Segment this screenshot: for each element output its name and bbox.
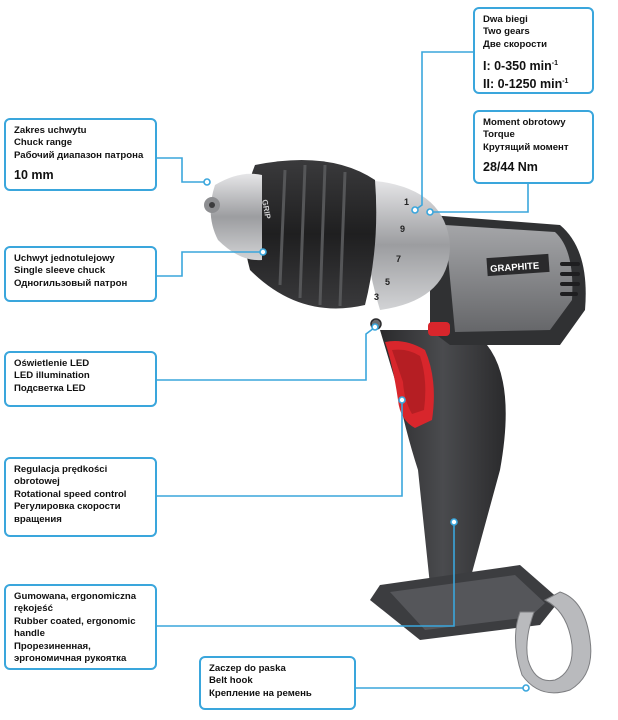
handle-label-en-2: handle <box>14 628 45 640</box>
led-callout: Oświetlenie LED LED illumination Подсвет… <box>4 351 157 407</box>
led-label-pl: Oświetlenie LED <box>14 358 90 369</box>
chuck-range-value: 10 mm <box>14 168 54 183</box>
belt-hook-label-ru: Крепление на ремень <box>209 687 312 699</box>
direction-switch <box>428 322 450 336</box>
speed-control-callout: Regulacja prędkości obrotowej Rotational… <box>4 457 157 537</box>
single-sleeve-label-en: Single sleeve chuck <box>14 265 106 277</box>
handle-label-ru-1: Прорезиненная, <box>14 640 91 652</box>
handle-label-pl-1: Gumowana, ergonomiczna <box>14 591 137 602</box>
torque-callout: Moment obrotowy Torque Крутящий момент 2… <box>473 110 594 184</box>
svg-text:1: 1 <box>404 197 409 207</box>
led-label-ru: Подсветка LED <box>14 382 86 394</box>
led-label-en: LED illumination <box>14 370 90 382</box>
torque-label-pl: Moment obrotowy <box>483 117 566 128</box>
belt-hook <box>514 591 592 694</box>
brand-logo: GRAPHITE <box>490 261 540 275</box>
svg-text:5: 5 <box>385 277 390 287</box>
gear-1-speed: I: 0-350 min-1 <box>483 59 559 74</box>
grip-label: GRIP <box>260 199 272 220</box>
handle-label-pl-2: rękojeść <box>14 603 53 615</box>
gears-label-ru: Две скорости <box>483 38 548 50</box>
handle-callout: Gumowana, ergonomiczna rękojeść Rubber c… <box>4 584 157 670</box>
speed-label-pl-2: obrotowej <box>14 476 60 488</box>
svg-text:7: 7 <box>396 254 401 264</box>
handle-label-en-1: Rubber coated, ergonomic <box>14 615 136 627</box>
speed-label-en: Rotational speed control <box>14 488 127 500</box>
speed-label-ru-1: Регулировка скорости <box>14 501 121 513</box>
single-sleeve-label-ru: Одногильзовый патрон <box>14 277 128 289</box>
svg-text:3: 3 <box>374 292 379 302</box>
chuck-nose <box>210 173 262 261</box>
speed-label-ru-2: вращения <box>14 513 62 525</box>
chuck-range-callout: Zakres uchwytu Chuck range Рабочий диапа… <box>4 118 157 191</box>
torque-value: 28/44 Nm <box>483 160 538 175</box>
svg-text:9: 9 <box>400 224 405 234</box>
handle-label-ru-2: эргономичная рукоятка <box>14 653 127 665</box>
single-sleeve-label-pl: Uchwyt jednotulejowy <box>14 253 115 264</box>
chuck-range-label-ru: Рабочий диапазон патрона <box>14 149 144 161</box>
gears-label-en: Two gears <box>483 26 530 38</box>
gear-2-speed: II: 0-1250 min-1 <box>483 77 569 92</box>
chuck-range-label-pl: Zakres uchwytu <box>14 125 87 136</box>
single-sleeve-callout: Uchwyt jednotulejowy Single sleeve chuck… <box>4 246 157 302</box>
belt-hook-callout: Zaczep do paska Belt hook Крепление на р… <box>199 656 356 710</box>
gears-callout: Dwa biegi Two gears Две скорости I: 0-35… <box>473 7 594 94</box>
belt-hook-label-en: Belt hook <box>209 675 253 687</box>
chuck-range-label-en: Chuck range <box>14 137 73 149</box>
gears-label-pl: Dwa biegi <box>483 14 528 25</box>
torque-label-en: Torque <box>483 129 515 141</box>
belt-hook-label-pl: Zaczep do paska <box>209 663 286 674</box>
clutch-numbers: 9 7 5 3 1 <box>374 197 409 302</box>
speed-label-pl-1: Regulacja prędkości <box>14 464 108 475</box>
torque-label-ru: Крутящий момент <box>483 141 569 153</box>
